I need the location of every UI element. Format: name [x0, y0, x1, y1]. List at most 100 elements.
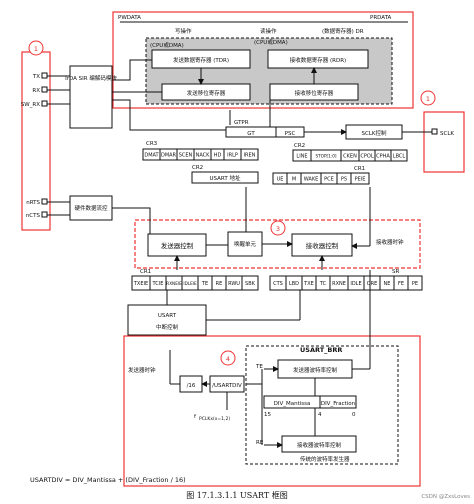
sr-bit-label: TC	[319, 281, 327, 287]
cr2-bit-label: LBCL	[393, 154, 406, 160]
usart-address-box	[191, 171, 259, 184]
cr1-bottom-title: CR1	[140, 269, 151, 275]
pin-swrx-label: SW_RX	[21, 102, 41, 108]
cr1-bottom-bit-cell	[241, 275, 259, 291]
div-fraction-box	[319, 395, 357, 409]
cr3-bit-label: NACK	[196, 153, 211, 159]
irda-block	[69, 65, 113, 129]
cr2-bit-cell	[390, 149, 408, 162]
tx-control-label: 发送器控制	[161, 241, 194, 250]
sr-bit-label: CTS	[273, 281, 283, 287]
div-fraction-label: DIV_Fraction	[321, 401, 356, 407]
usartdiv-formula: USARTDIV = DIV_Mantissa + (DIV_Fraction …	[30, 476, 186, 484]
gtpr-psc-label: PSC	[285, 131, 296, 137]
callout-1-left: 1	[28, 40, 44, 56]
region-2-top	[112, 11, 414, 109]
svg-text:4: 4	[226, 355, 230, 363]
cr3-bit-label: HD	[214, 153, 222, 159]
cr2-bit-label: LINE	[296, 154, 307, 160]
cr3-bit-label: DMAT	[144, 153, 159, 159]
sr-bit-label: NE	[384, 281, 391, 287]
pwdata-label: PWDATA	[118, 15, 141, 21]
cr1-top-bit-cell	[350, 172, 370, 185]
fpclk-label: f	[194, 414, 197, 420]
rdr-label: 接收数据寄存器 (RDR)	[290, 56, 346, 64]
tx-baud-label: 发送器波特率控制	[293, 366, 338, 374]
cr1-top-bit-label: M	[292, 177, 296, 183]
cr2-bit-label: CKEN	[343, 154, 357, 160]
rx-baud-label: 接收器波特率控制	[297, 441, 342, 449]
cr1-top-bit-label: WAKE	[304, 177, 319, 183]
cr3-bit-label: IREN	[244, 153, 256, 159]
cr1-top-title: CR1	[354, 166, 365, 172]
cr1-bottom-bit-label: IDLEIE	[183, 281, 197, 286]
div16-label: /16	[187, 383, 196, 389]
callout-1-right: 1	[420, 90, 436, 106]
cr3-bit-label: IRLP	[227, 153, 238, 159]
sr-title: SR	[392, 269, 399, 275]
figure-caption: 图 17.1.3.1.1 USART 框图	[186, 490, 288, 500]
brr-dashed-box	[245, 345, 399, 465]
sclk-control-label: SCLK控制	[361, 129, 387, 137]
div-mantissa-label: DIV_Mantissa	[274, 401, 311, 407]
interrupt-control-block	[127, 304, 207, 336]
svg-text:1: 1	[34, 45, 38, 53]
bit4-label: 4	[318, 412, 322, 418]
pin-ncts-label: nCTS	[26, 213, 41, 219]
callout-4: 4	[220, 350, 236, 366]
cr1-top-bit-label: PS	[341, 177, 347, 183]
prdata-label: PRDATA	[370, 15, 392, 21]
cr2-bit-label: STOP[1:0]	[315, 154, 336, 159]
cr2-title: CR2	[294, 143, 305, 149]
region-4-bottom	[123, 335, 421, 487]
gtpr-title: GTPR	[234, 120, 249, 126]
cr1-top-bit-label: UE	[277, 177, 284, 183]
hw-flow-label: 硬件数据流控	[74, 204, 108, 212]
cpu-dma-left: (CPU或DMA)	[150, 41, 184, 49]
region-1-right	[423, 111, 465, 173]
watermark: CSDN @ZxsLoves	[421, 494, 470, 500]
cr1-bottom-bit-label: TE	[201, 281, 208, 287]
cr3-bit-label: DMAR	[161, 153, 177, 159]
pin-rx-label: RX	[32, 88, 40, 94]
sr-bit-cell	[407, 275, 423, 291]
rx-clock-label: 接收器时钟	[376, 238, 404, 246]
sr-bit-label: RXNE	[332, 281, 346, 287]
pin-nrts-label: nRTS	[26, 200, 40, 206]
te-label: TE	[255, 364, 263, 370]
sr-bit-label: TXE	[303, 281, 314, 287]
re-label: RE	[256, 440, 264, 446]
sr-bit-label: IDLE	[350, 281, 361, 287]
rx-control-label: 接收器控制	[306, 241, 339, 250]
cr2-bit-label: CPOL	[360, 154, 373, 160]
generator-label: 传统的波特率发生器	[300, 455, 350, 463]
tx-clock-label: 发送器时钟	[128, 366, 156, 374]
sr-bit-label: LBD	[289, 281, 299, 287]
cr1-bottom-bit-label: TXEIE	[133, 281, 148, 287]
cr1-bottom-bit-label: RXNEIE	[166, 281, 182, 286]
read-op-label: 读操作	[260, 27, 277, 35]
bit0-label: 0	[352, 412, 356, 418]
sr-bit-label: PE	[412, 281, 418, 287]
gtpr-gt-label: GT	[247, 131, 255, 137]
dr-note: (数据寄存器) DR	[322, 27, 364, 35]
write-op-label: 写操作	[175, 27, 192, 35]
cr1-bottom-bit-label: RE	[216, 281, 223, 287]
cr1-bottom-bit-label: TCIE	[152, 281, 164, 287]
interrupt-title: USART	[158, 313, 177, 319]
rx-shift-label: 接收移位寄存器	[295, 89, 334, 97]
cr1-bottom-bit-label: RWU	[228, 281, 240, 287]
usart-address-label: USART 地址	[210, 174, 241, 182]
callout-3: 3	[270, 220, 286, 236]
cr1-bottom-bit-label: SBK	[245, 281, 256, 287]
cr1-top-bit-label: PCE	[324, 177, 334, 183]
svg-text:3: 3	[276, 225, 280, 233]
tx-shift-label: 发送移位寄存器	[187, 89, 226, 97]
brr-title: USART_BRR	[300, 346, 342, 354]
